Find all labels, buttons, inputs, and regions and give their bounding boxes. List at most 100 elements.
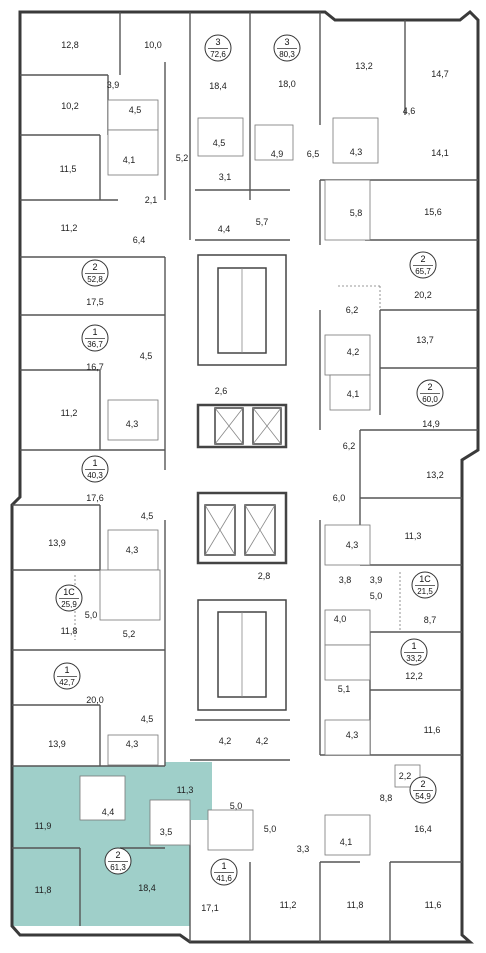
room-area-label: 5,0 xyxy=(370,591,383,601)
room-area-label: 4,6 xyxy=(403,106,416,116)
room-area-label: 15,6 xyxy=(424,207,442,217)
room-area-label: 4,3 xyxy=(350,147,363,157)
unit-room-count: 2 xyxy=(115,850,120,860)
room-area-label: 16,7 xyxy=(86,362,104,372)
unit-marker-circle xyxy=(273,34,301,62)
unit-marker[interactable]: 1С 25,9 xyxy=(55,584,83,612)
unit-area: 25,9 xyxy=(61,600,77,609)
unit-marker-circle xyxy=(55,584,83,612)
unit-area: 80,3 xyxy=(279,50,295,59)
room-area-label: 3,8 xyxy=(339,575,352,585)
room-area-label: 3,9 xyxy=(107,80,120,90)
room-area-label: 17,6 xyxy=(86,493,104,503)
unit-area: 52,8 xyxy=(87,275,103,284)
unit-marker[interactable]: 372,6 xyxy=(204,34,232,62)
room-area-label: 6,5 xyxy=(307,149,320,159)
room-area-label: 11,6 xyxy=(425,900,442,910)
unit-room-count: 3 xyxy=(215,37,220,47)
unit-marker[interactable]: 142,7 xyxy=(53,662,81,690)
unit-marker-circle xyxy=(81,455,109,483)
room-area-label: 20,2 xyxy=(414,290,432,300)
unit-area: 36,7 xyxy=(87,340,103,349)
unit-marker[interactable]: 140,3 xyxy=(81,455,109,483)
unit-marker[interactable]: 265,7 xyxy=(409,251,437,279)
room-area-label: 11,8 xyxy=(347,900,364,910)
room-area-label: 4,5 xyxy=(141,714,154,724)
room-area-label: 8,8 xyxy=(380,793,393,803)
unit-marker[interactable]: 261,3 xyxy=(104,847,132,875)
unit-marker[interactable]: 133,2 xyxy=(400,638,428,666)
room-area-label: 10,0 xyxy=(144,40,162,50)
room-area-label: 11,9 xyxy=(35,821,52,831)
room-area-label: 17,5 xyxy=(86,297,104,307)
room-area-label: 11,5 xyxy=(60,164,77,174)
unit-marker-circle xyxy=(411,571,439,599)
room-area-label: 4,4 xyxy=(218,224,231,234)
room-area-label: 5,0 xyxy=(230,801,243,811)
unit-marker-circle xyxy=(416,379,444,407)
room-area-label: 4,5 xyxy=(141,511,154,521)
room-area-label: 18,4 xyxy=(209,81,227,91)
outer-walls xyxy=(10,9,480,944)
unit-marker[interactable]: 252,8 xyxy=(81,259,109,287)
bathrooms xyxy=(79,99,421,856)
unit-marker[interactable]: 254,9 xyxy=(409,776,437,804)
unit-area: 42,7 xyxy=(59,678,75,687)
room-area-label: 8,7 xyxy=(424,615,437,625)
room-area-label: 6,4 xyxy=(133,235,146,245)
unit-area: 41,6 xyxy=(216,874,232,883)
room-area-label: 4,3 xyxy=(126,739,139,749)
unit-marker[interactable]: 141,6 xyxy=(210,858,238,886)
unit-marker-circle xyxy=(81,324,109,352)
room-area-label: 4,1 xyxy=(347,389,360,399)
unit-room-count: 1 xyxy=(92,458,97,468)
room-area-label: 6,0 xyxy=(333,493,346,503)
room-area-label: 4,0 xyxy=(334,614,347,624)
room-area-label: 3,1 xyxy=(219,172,232,182)
unit-marker[interactable]: 380,3 xyxy=(273,34,301,62)
unit-room-count: 1 xyxy=(221,861,226,871)
unit-room-count: 1С xyxy=(63,587,75,597)
unit-marker[interactable]: 260,0 xyxy=(416,379,444,407)
room-area-label: 13,9 xyxy=(48,739,66,749)
unit-room-count: 2 xyxy=(427,382,432,392)
unit-marker-circle xyxy=(53,662,81,690)
unit-markers: 372,6380,3252,8265,7136,7260,0140,31С25,… xyxy=(53,34,444,886)
room-area-label: 5,7 xyxy=(256,217,269,227)
room-area-label: 14,7 xyxy=(431,69,449,79)
unit-room-count: 2 xyxy=(420,779,425,789)
room-area-label: 4,2 xyxy=(347,347,360,357)
room-area-label: 11,8 xyxy=(35,885,52,895)
room-area-label: 16,4 xyxy=(414,824,432,834)
unit-area: 33,2 xyxy=(406,654,422,663)
unit-marker-circle xyxy=(400,638,428,666)
room-area-label: 2,8 xyxy=(258,571,271,581)
unit-marker-circle xyxy=(409,251,437,279)
room-area-label: 4,3 xyxy=(346,730,359,740)
room-area-label: 11,3 xyxy=(177,785,194,795)
room-area-label: 6,2 xyxy=(346,305,359,315)
unit-room-count: 1 xyxy=(64,665,69,675)
room-area-label: 5,1 xyxy=(338,684,351,694)
unit-area: 65,7 xyxy=(415,267,431,276)
room-area-label: 18,4 xyxy=(138,883,156,893)
unit-area: 61,3 xyxy=(110,863,126,872)
room-area-label: 12,8 xyxy=(61,40,79,50)
unit-room-count: 2 xyxy=(420,254,425,264)
building-core xyxy=(196,254,288,711)
unit-area: 72,6 xyxy=(210,50,226,59)
unit-marker[interactable]: 136,7 xyxy=(81,324,109,352)
room-area-label: 3,5 xyxy=(160,827,173,837)
room-area-label: 12,2 xyxy=(405,671,423,681)
unit-marker-circle xyxy=(204,34,232,62)
unit-room-count: 1С xyxy=(419,574,431,584)
room-area-label: 4,5 xyxy=(129,105,142,115)
room-area-label: 14,9 xyxy=(422,419,440,429)
room-area-label: 4,2 xyxy=(219,736,232,746)
room-area-label: 14,1 xyxy=(431,148,449,158)
room-area-label: 3,3 xyxy=(297,844,310,854)
room-area-label: 5,2 xyxy=(123,629,136,639)
room-area-label: 10,2 xyxy=(61,101,79,111)
room-area-label: 4,2 xyxy=(256,736,269,746)
